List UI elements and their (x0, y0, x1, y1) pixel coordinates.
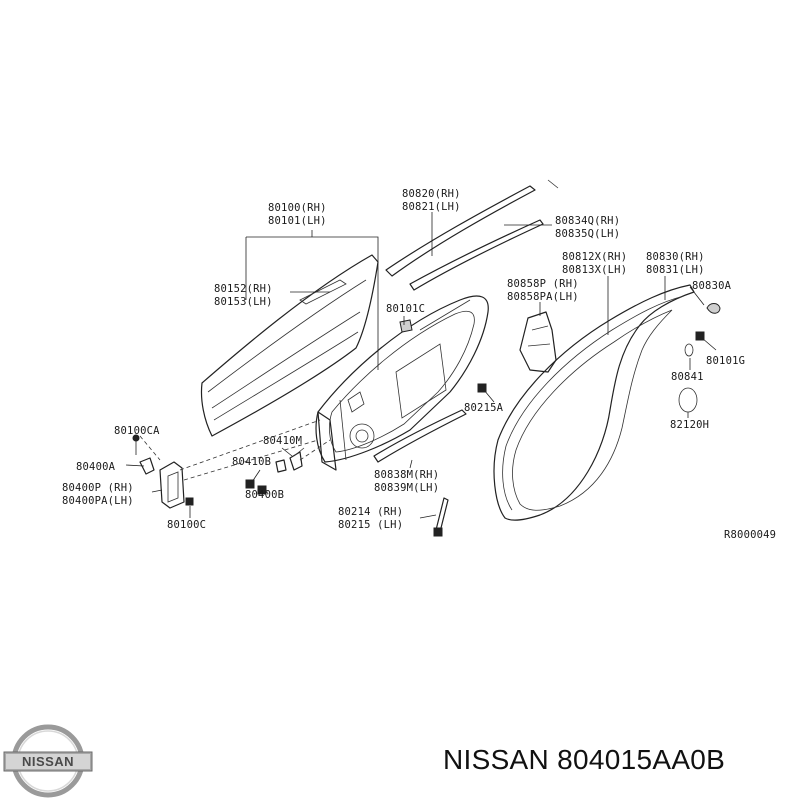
label-80835q: 80835Q(LH) (555, 228, 620, 240)
leader-lines (125, 212, 717, 519)
label-80400p: 80400P (RH) (62, 482, 134, 494)
label-80100ca: 80100CA (114, 425, 160, 437)
label-80215: 80215 (LH) (338, 519, 403, 531)
label-80834q: 80834Q(RH) (555, 215, 620, 227)
door-outer-panel (200, 254, 379, 437)
label-80820: 80820(RH) (402, 188, 461, 200)
label-80101: 80101(LH) (268, 215, 327, 227)
clips (399, 319, 495, 403)
label-80400pa: 80400PA(LH) (62, 495, 134, 507)
door-hinge (132, 434, 305, 509)
door-rod (433, 497, 449, 537)
label-80101c: 80101C (386, 303, 425, 315)
part-labels: 80100(RH) 80101(LH) 80820(RH) 80821(LH) … (62, 188, 776, 541)
nissan-logo-text: NISSAN (22, 754, 74, 769)
label-80831: 80831(LH) (646, 264, 705, 276)
label-80813x: 80813X(LH) (562, 264, 627, 276)
label-80153: 80153(LH) (214, 296, 273, 308)
label-80152: 80152(RH) (214, 283, 273, 295)
label-80410m: 80410M (263, 435, 302, 447)
label-80215a: 80215A (464, 402, 504, 414)
label-80101g: 80101G (706, 355, 745, 367)
corner-seal (519, 311, 557, 373)
belt-moulding (385, 179, 559, 291)
door-weatherstrip (493, 284, 695, 521)
part-number-title: NISSAN 804015AA0B (443, 744, 726, 775)
label-80400b: 80400B (245, 489, 284, 501)
label-80400a: 80400A (76, 461, 116, 473)
label-80841: 80841 (671, 371, 704, 383)
label-80100c: 80100C (167, 519, 206, 531)
lower-sash-moulding (373, 409, 467, 463)
label-80214: 80214 (RH) (338, 506, 403, 518)
label-80839m: 80839M(LH) (374, 482, 439, 494)
label-80100: 80100(RH) (268, 202, 327, 214)
label-80830: 80830(RH) (646, 251, 705, 263)
label-80838m: 80838M(RH) (374, 469, 439, 481)
label-80858pa: 80858PA(LH) (507, 291, 579, 303)
assembly-lines (139, 419, 331, 481)
label-80812x: 80812X(RH) (562, 251, 627, 263)
label-82120h: 82120H (670, 419, 709, 431)
label-80858p: 80858P (RH) (507, 278, 579, 290)
label-80830a: 80830A (692, 280, 732, 292)
label-80410b: 80410B (232, 456, 271, 468)
label-80821: 80821(LH) (402, 201, 461, 213)
nissan-logo: NISSAN (3, 724, 93, 798)
reference-code: R8000049 (724, 529, 776, 541)
